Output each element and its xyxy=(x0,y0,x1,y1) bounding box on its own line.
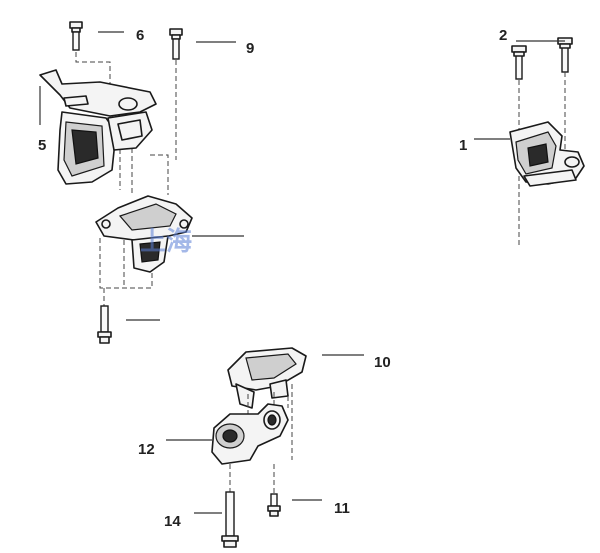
callout-14: 14 xyxy=(164,513,181,530)
lower-bracket-left xyxy=(95,195,193,273)
bolt-11 xyxy=(267,493,281,517)
bolt-6 xyxy=(69,21,83,51)
callout-9: 9 xyxy=(246,40,254,57)
mount-part-12 xyxy=(211,403,289,465)
engine-mount-bracket-part-5 xyxy=(39,69,157,185)
callout-6: 6 xyxy=(136,27,144,44)
bolt-2b xyxy=(557,37,573,73)
callout-5: 5 xyxy=(38,137,46,154)
callout-12: 12 xyxy=(138,441,155,458)
callout-1: 1 xyxy=(459,137,467,154)
bolt-lower-left xyxy=(97,305,112,344)
watermark-logo: 上海 xyxy=(140,227,192,257)
bolt-9 xyxy=(169,28,183,60)
mount-assembly-left: 6 9 5 xyxy=(38,21,254,344)
bolt-2a xyxy=(511,45,527,80)
mount-assembly-right: 2 1 xyxy=(459,27,585,245)
callout-2: 2 xyxy=(499,27,507,44)
bolt-14 xyxy=(221,491,239,548)
callout-10: 10 xyxy=(374,354,391,371)
engine-mount-part-1 xyxy=(509,121,585,187)
mount-assembly-bottom: 10 12 11 14 xyxy=(138,347,391,548)
mount-bracket-part-10 xyxy=(227,347,307,409)
callout-11: 11 xyxy=(334,500,350,517)
